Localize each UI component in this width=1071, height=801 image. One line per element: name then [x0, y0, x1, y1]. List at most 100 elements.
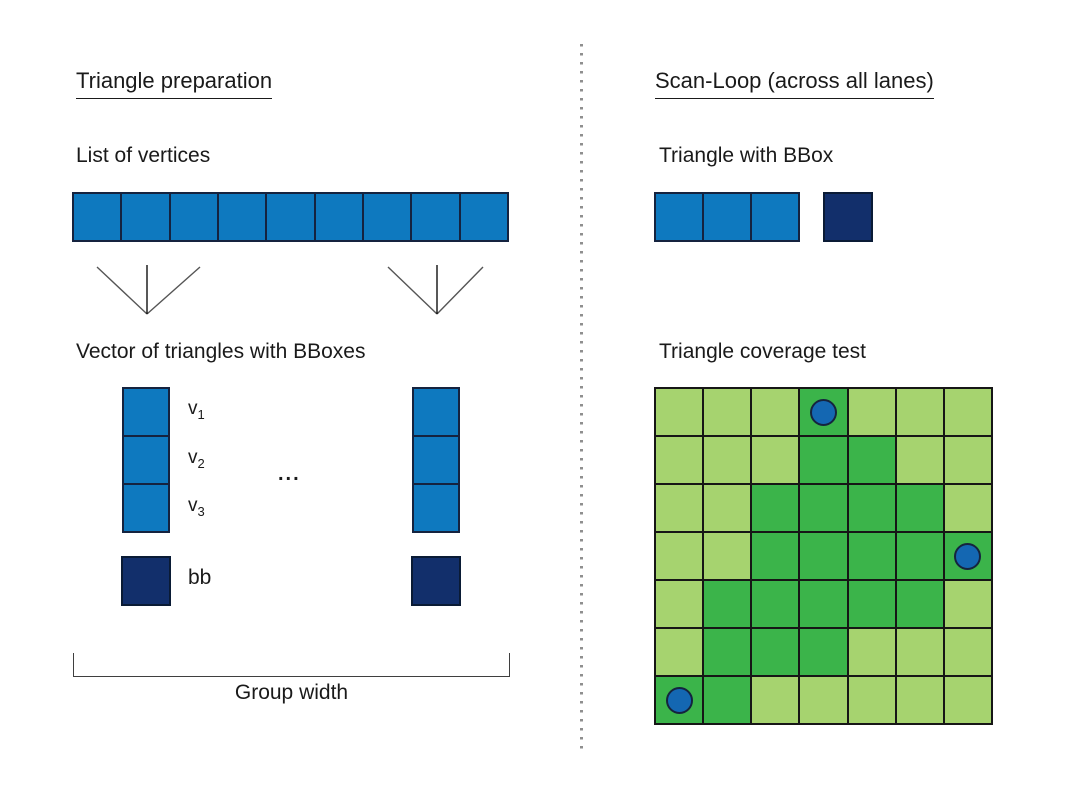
vertex-cell: [363, 194, 411, 240]
vertex-cell-v1: [124, 389, 168, 435]
coverage-cell-covered: [656, 677, 703, 723]
vertex-cell-v1: [414, 389, 458, 435]
coverage-cell-covered: [944, 533, 991, 579]
bbox-cell: [823, 192, 873, 242]
v3-sub: 3: [197, 503, 205, 519]
coverage-cell-uncovered: [752, 677, 799, 723]
coverage-grid: [654, 387, 993, 725]
v3-base: v: [188, 495, 198, 516]
bbox-vertex-row: [654, 192, 800, 242]
triangle-stack-last: [412, 387, 460, 533]
coverage-cell-covered: [752, 581, 799, 627]
vertex-cell-v3: [414, 485, 458, 531]
vertex-field-label-v3: v3: [188, 495, 205, 519]
coverage-cell-covered: [848, 533, 895, 579]
v2-sub: 2: [197, 455, 205, 471]
coverage-cell-uncovered: [704, 437, 751, 483]
triangle-stack-first: [122, 387, 170, 533]
coverage-cell-covered: [752, 485, 799, 531]
coverage-cell-covered: [800, 389, 847, 435]
triangle-coverage-test-label: Triangle coverage test: [659, 340, 866, 363]
vertex-cell: [267, 194, 314, 240]
coverage-cell-covered: [896, 485, 943, 531]
coverage-cell-covered: [704, 581, 751, 627]
v2-base: v: [188, 447, 198, 468]
coverage-cell-covered: [752, 533, 799, 579]
coverage-cell-uncovered: [848, 389, 895, 435]
coverage-cell-uncovered: [944, 581, 991, 627]
vertex-cell: [460, 194, 507, 240]
coverage-cell-uncovered: [896, 677, 943, 723]
coverage-cell-uncovered: [656, 629, 703, 675]
coverage-cell-covered: [848, 485, 895, 531]
coverage-cell-uncovered: [656, 581, 703, 627]
coverage-cell-uncovered: [944, 389, 991, 435]
vertex-cell: [412, 194, 459, 240]
group-width-bracket: [73, 653, 510, 677]
coverage-cell-uncovered: [896, 437, 943, 483]
right-funnel-arrow: [387, 265, 484, 315]
vertex-list-row: [72, 192, 509, 242]
vertex-cell-v2: [414, 437, 458, 483]
coverage-cell-covered: [800, 581, 847, 627]
panel-divider-dotted-line: [580, 44, 583, 750]
bbox-cell-first: [121, 556, 171, 606]
coverage-cell-covered: [896, 581, 943, 627]
vector-of-triangles-label: Vector of triangles with BBoxes: [76, 340, 366, 363]
coverage-cell-covered: [896, 533, 943, 579]
vertex-cell: [752, 194, 798, 240]
list-of-vertices-label: List of vertices: [76, 144, 211, 167]
coverage-cell-uncovered: [752, 389, 799, 435]
ellipsis-more-triangles: ...: [278, 463, 301, 485]
coverage-cell-uncovered: [656, 437, 703, 483]
triangle-vertex-dot: [665, 686, 693, 714]
coverage-cell-uncovered: [896, 629, 943, 675]
coverage-cell-covered: [704, 677, 751, 723]
coverage-cell-covered: [848, 581, 895, 627]
coverage-cell-covered: [752, 629, 799, 675]
coverage-cell-uncovered: [800, 677, 847, 723]
coverage-cell-covered: [800, 437, 847, 483]
vertex-cell-v3: [124, 485, 168, 531]
left-panel-title: Triangle preparation: [76, 68, 273, 99]
triangle-vertex-dot: [809, 398, 837, 426]
triangle-vertex-dot: [954, 542, 982, 570]
coverage-cell-uncovered: [656, 533, 703, 579]
group-width-label: Group width: [234, 681, 349, 704]
coverage-cell-uncovered: [944, 677, 991, 723]
v1-sub: 1: [197, 406, 205, 422]
coverage-cell-uncovered: [848, 677, 895, 723]
coverage-cell-uncovered: [944, 437, 991, 483]
coverage-cell-covered: [800, 533, 847, 579]
coverage-cell-uncovered: [944, 485, 991, 531]
v1-base: v: [188, 398, 198, 419]
vertex-cell: [122, 194, 169, 240]
vertex-cell: [170, 194, 217, 240]
coverage-cell-uncovered: [656, 485, 703, 531]
coverage-cell-uncovered: [704, 485, 751, 531]
gather-arrows: [96, 265, 484, 315]
coverage-cell-covered: [848, 437, 895, 483]
coverage-cell-uncovered: [752, 437, 799, 483]
coverage-cell-covered: [800, 485, 847, 531]
bbox-cell-last: [411, 556, 461, 606]
vertex-cell-v2: [124, 437, 168, 483]
triangle-with-bbox-label: Triangle with BBox: [659, 144, 834, 167]
coverage-cell-uncovered: [704, 533, 751, 579]
vertex-field-label-v2: v2: [188, 447, 205, 471]
vertex-cell: [315, 194, 362, 240]
left-funnel-arrow: [96, 265, 201, 315]
coverage-cell-uncovered: [848, 629, 895, 675]
coverage-cell-uncovered: [656, 389, 703, 435]
coverage-cell-covered: [704, 629, 751, 675]
vertex-cell: [704, 194, 750, 240]
right-panel-title: Scan-Loop (across all lanes): [655, 68, 934, 99]
vertex-field-label-v1: v1: [188, 398, 205, 422]
vertex-cell: [74, 194, 121, 240]
coverage-cell-uncovered: [944, 629, 991, 675]
coverage-cell-covered: [800, 629, 847, 675]
coverage-cell-uncovered: [896, 389, 943, 435]
bb-field-label: bb: [188, 566, 212, 589]
vertex-cell: [218, 194, 266, 240]
